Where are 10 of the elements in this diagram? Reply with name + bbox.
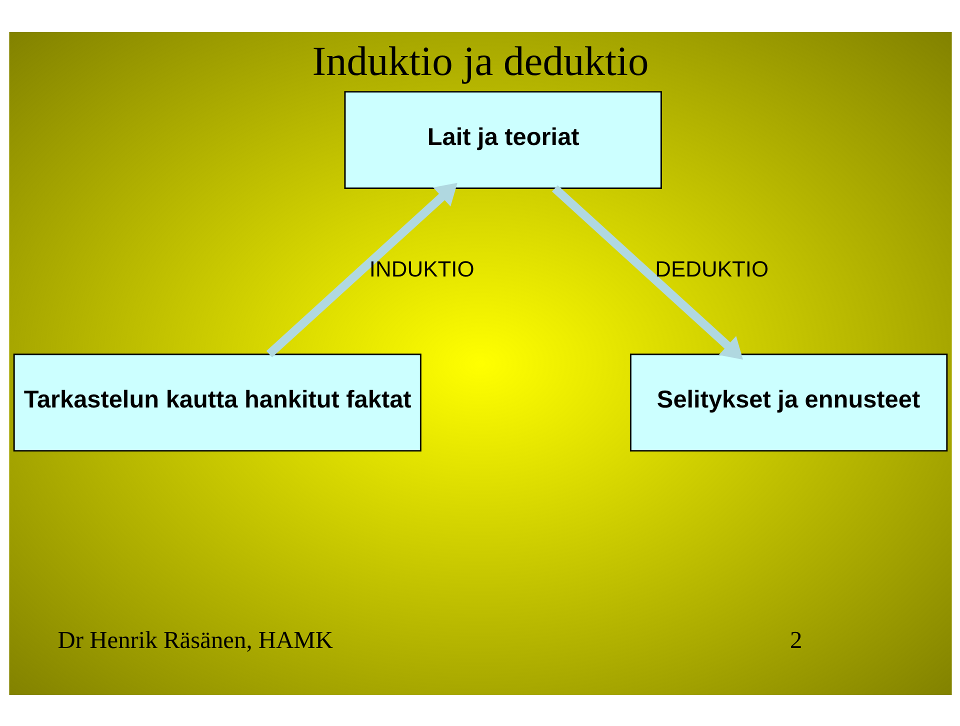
node-box: Tarkastelun kautta hankitut faktat [12,353,421,452]
node-box: Selitykset ja ennusteet [629,353,948,452]
diagram-title: Induktio ja deduktio [312,37,648,84]
edge-label: DEDUKTIO [654,256,768,282]
arrow [266,182,457,357]
label: 2 [790,626,802,654]
arrow [551,184,743,360]
node-box: Lait ja teoriat [344,90,662,189]
label: Dr Henrik Räsänen, HAMK [57,626,332,654]
edge-label: INDUKTIO [368,256,474,282]
